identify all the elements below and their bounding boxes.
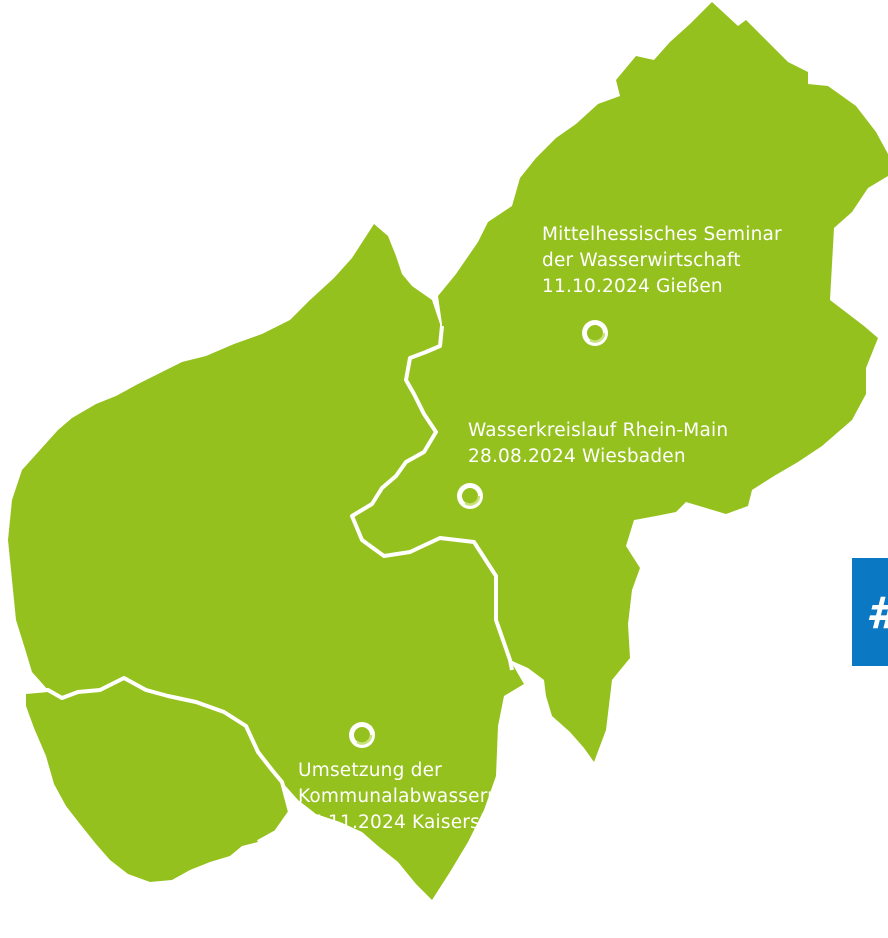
- event-title-line: Wasserkreislauf Rhein-Main: [468, 420, 729, 441]
- marker-wiesbaden-icon[interactable]: [457, 483, 483, 509]
- region-hessen: [352, 2, 888, 762]
- region-rheinland-pfalz: [8, 224, 524, 900]
- event-label-wiesbaden: Wasserkreislauf Rhein-Main 28.08.2024 Wi…: [468, 418, 728, 470]
- border-saarland-rlp: [25, 676, 292, 844]
- region-saarland: [26, 678, 290, 882]
- event-date-location: 07.11.2024 Kaiserslautern: [298, 812, 548, 833]
- marker-kaiserslautern-icon[interactable]: [349, 722, 375, 748]
- hashtag-icon: #: [866, 592, 888, 636]
- border-hessen-rlp: [350, 325, 514, 671]
- hashtag-badge[interactable]: #: [852, 558, 888, 666]
- event-date-location: 28.08.2024 Wiesbaden: [468, 446, 686, 467]
- event-label-giessen: Mittelhessisches Seminar der Wasserwirts…: [542, 222, 782, 300]
- marker-giessen-icon[interactable]: [582, 320, 608, 346]
- event-date-location: 11.10.2024 Gießen: [542, 276, 723, 297]
- event-title-line: Kommunalabwasserrichtlinie: [298, 786, 570, 807]
- event-label-kaiserslautern: Umsetzung der Kommunalabwasserrichtlinie…: [298, 758, 570, 836]
- event-title-line: Mittelhessisches Seminar: [542, 224, 782, 245]
- event-title-line: der Wasserwirtschaft: [542, 250, 741, 271]
- event-title-line: Umsetzung der: [298, 760, 442, 781]
